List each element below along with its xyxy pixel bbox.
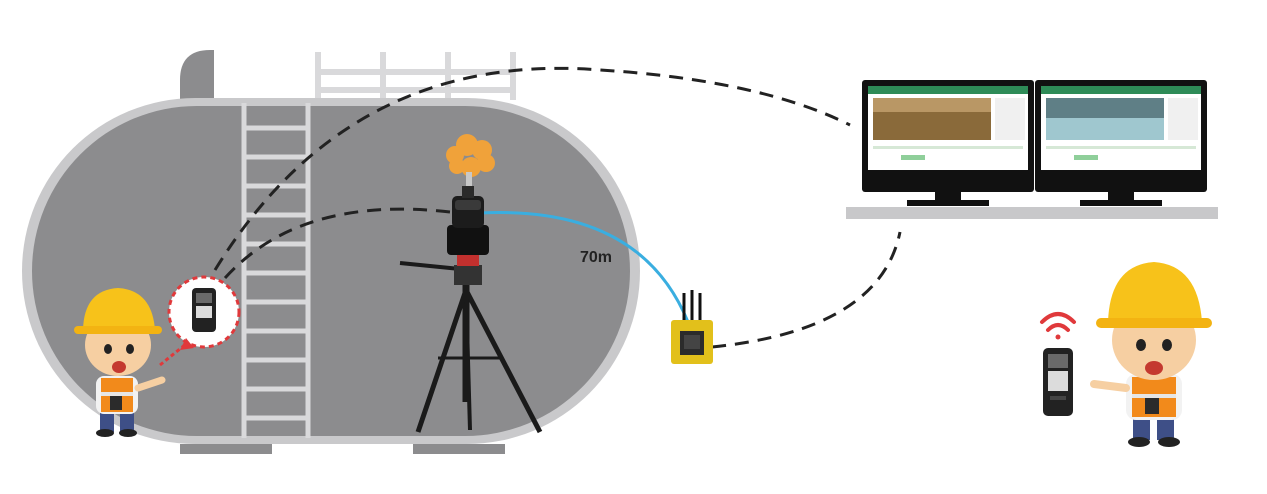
tripod-icon: [399, 261, 543, 434]
worker-helmet-icon: [1090, 262, 1212, 447]
link-detector-to-monitors: [213, 66, 851, 271]
cable-line: [479, 210, 690, 323]
smoke-icon: [446, 134, 495, 186]
wifi-signal-icon: [1040, 312, 1076, 340]
camera-dome-icon: [447, 186, 489, 285]
link-gateway-to-monitors: [711, 231, 902, 349]
link-detector-to-camera: [223, 207, 451, 280]
gas-detector-icon: [192, 288, 216, 332]
railing-icon: [315, 52, 516, 100]
worker-helmet-icon: [74, 288, 166, 437]
cable-length-label: 70m: [580, 249, 612, 266]
gas-detector-icon: [1043, 348, 1073, 416]
detector-callout: [159, 275, 241, 367]
dual-monitor-icon: [846, 80, 1218, 219]
wireless-links: [213, 66, 902, 349]
wireless-gateway-icon: [671, 290, 713, 364]
